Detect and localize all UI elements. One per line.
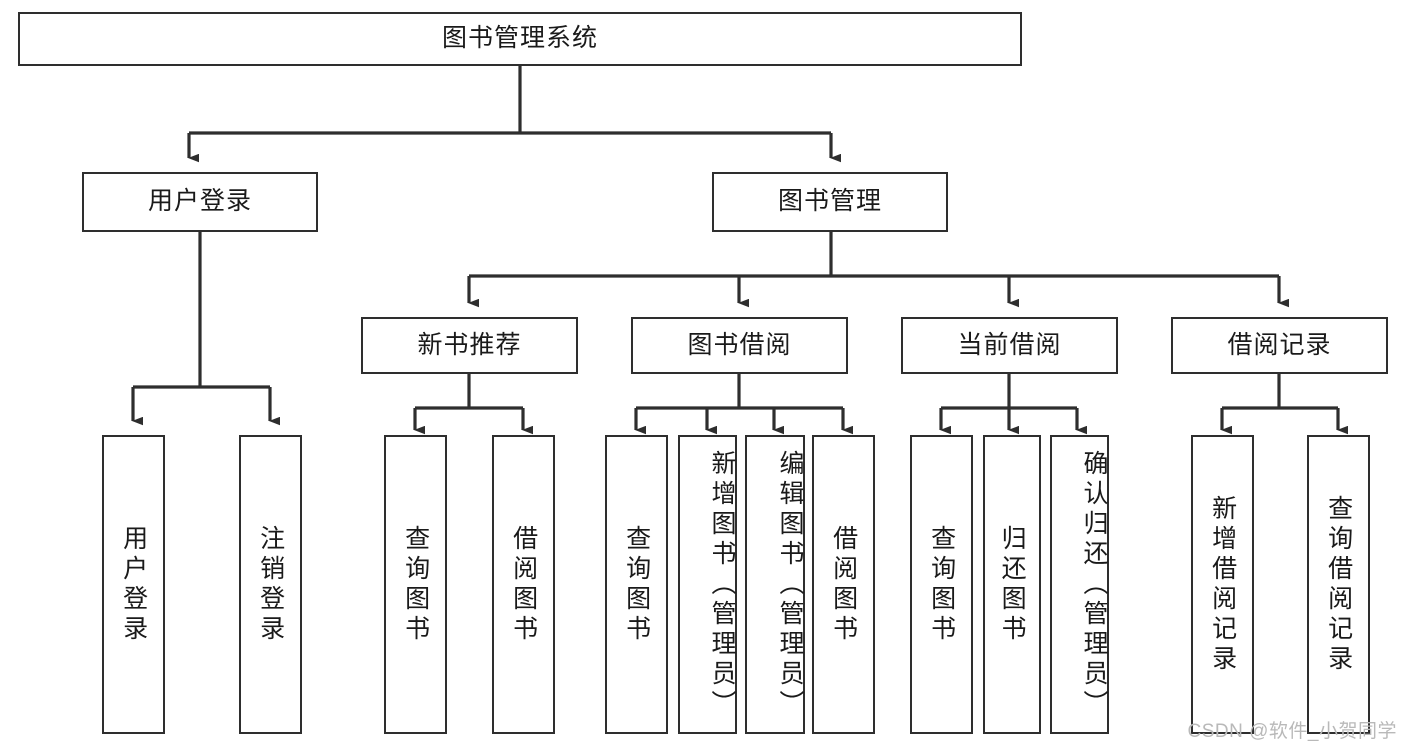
- edges-userlogin-to-leaves: [131, 232, 280, 426]
- edges-borrowrecord-to-leaves: [1220, 374, 1348, 435]
- node-label: 查询借阅记录: [1324, 494, 1353, 675]
- node-label: 编辑图书（管理员）: [776, 449, 804, 720]
- node-label: 当前借阅: [957, 330, 1062, 359]
- node-root-system[interactable]: 图书管理系统: [18, 12, 1022, 66]
- leaf-book-borrow-query[interactable]: 查询图书: [605, 435, 668, 734]
- node-label: 借阅记录: [1227, 330, 1332, 359]
- leaf-current-borrow-confirm-return[interactable]: 确认归还（管理员）: [1050, 435, 1109, 734]
- node-label: 查询图书: [622, 524, 651, 645]
- node-label: 查询图书: [401, 524, 430, 645]
- node-label: 新书推荐: [417, 330, 522, 359]
- leaf-current-borrow-query[interactable]: 查询图书: [910, 435, 973, 734]
- node-label: 查询图书: [927, 524, 956, 645]
- leaf-current-borrow-return[interactable]: 归还图书: [983, 435, 1041, 734]
- leaf-book-borrow-add[interactable]: 新增图书（管理员）: [678, 435, 737, 734]
- node-label: 归还图书: [998, 524, 1027, 645]
- leaf-book-borrow-borrow[interactable]: 借阅图书: [812, 435, 875, 734]
- node-label: 图书管理: [777, 187, 882, 216]
- leaf-new-book-query[interactable]: 查询图书: [384, 435, 447, 734]
- node-label: 用户登录: [147, 187, 252, 216]
- leaf-user-login-logout[interactable]: 注销登录: [239, 435, 302, 734]
- edges-newbook-to-leaves: [413, 374, 533, 435]
- node-borrow-record[interactable]: 借阅记录: [1171, 317, 1388, 374]
- node-book-management[interactable]: 图书管理: [712, 172, 948, 232]
- node-current-borrow[interactable]: 当前借阅: [901, 317, 1118, 374]
- edges-root-to-level2: [187, 66, 841, 163]
- leaf-new-book-borrow[interactable]: 借阅图书: [492, 435, 555, 734]
- node-label: 确认归还（管理员）: [1080, 449, 1108, 720]
- node-label: 新增借阅记录: [1208, 494, 1237, 675]
- node-label: 借阅图书: [829, 524, 858, 645]
- node-label: 新增图书（管理员）: [708, 449, 736, 720]
- edges-bookmgmt-to-level3: [467, 232, 1289, 308]
- node-new-book-recommend[interactable]: 新书推荐: [361, 317, 578, 374]
- node-label: 图书管理系统: [441, 24, 598, 53]
- node-label: 用户登录: [119, 524, 148, 645]
- leaf-borrow-record-add[interactable]: 新增借阅记录: [1191, 435, 1254, 734]
- node-label: 注销登录: [256, 524, 285, 645]
- leaf-user-login-login[interactable]: 用户登录: [102, 435, 165, 734]
- node-book-borrow[interactable]: 图书借阅: [631, 317, 848, 374]
- edges-bookborrow-to-leaves: [634, 374, 853, 435]
- node-label: 借阅图书: [509, 524, 538, 645]
- leaf-book-borrow-edit[interactable]: 编辑图书（管理员）: [745, 435, 805, 734]
- edges-currentborrow-to-leaves: [939, 374, 1087, 435]
- node-label: 图书借阅: [687, 330, 792, 359]
- csdn-watermark: CSDN @软件_小贺同学: [1187, 721, 1397, 742]
- leaf-borrow-record-query[interactable]: 查询借阅记录: [1307, 435, 1370, 734]
- node-user-login[interactable]: 用户登录: [82, 172, 318, 232]
